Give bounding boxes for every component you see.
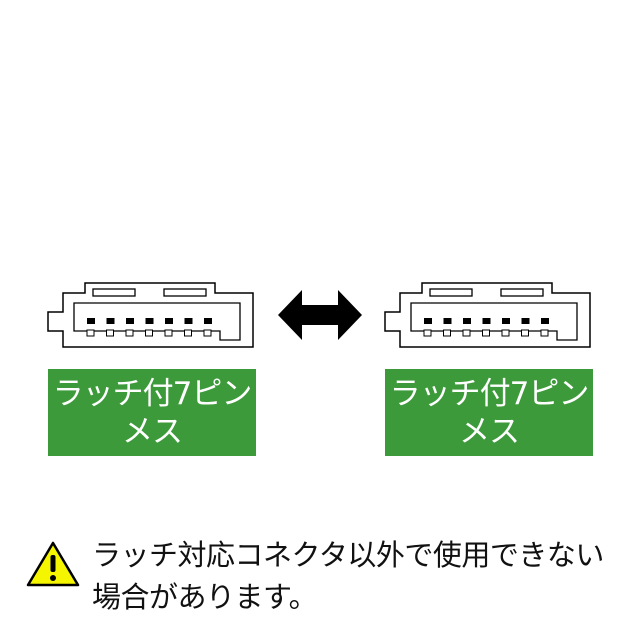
contact-pin-white <box>203 329 212 337</box>
label-line1: ラッチ付7ピン <box>52 375 253 412</box>
contact-pin-black <box>87 318 95 324</box>
contact-pin-black <box>145 318 154 324</box>
warning-text: ラッチ対応コネクタ以外で使用できない 場合があります。 <box>92 534 604 618</box>
contact-pin-white <box>145 329 153 337</box>
contact-pin-white <box>423 329 432 337</box>
label-line2: メス <box>459 413 520 450</box>
contact-pin-black <box>165 318 173 324</box>
contact-pin-white <box>106 329 114 337</box>
double-arrow-icon <box>278 290 362 340</box>
contact-pin-white <box>184 329 192 337</box>
contact-pin-black <box>204 318 212 324</box>
warning-line1: ラッチ対応コネクタ以外で使用できない <box>92 538 604 572</box>
contact-pin-white <box>125 329 134 337</box>
connector-label-left: ラッチ付7ピン メス <box>48 369 256 456</box>
contact-pin-white <box>482 329 490 337</box>
contact-pin-white <box>501 329 510 337</box>
contact-pin-black <box>424 318 432 324</box>
connector-label-right: ラッチ付7ピン メス <box>385 369 593 456</box>
contact-pin-black <box>521 318 530 324</box>
contact-pin-black <box>541 318 549 324</box>
contact-pin-white <box>521 329 529 337</box>
warning-triangle-icon <box>26 541 80 587</box>
label-line1: ラッチ付7ピン <box>389 375 590 412</box>
contact-pin-black <box>463 318 471 324</box>
contact-pin-black <box>502 318 510 324</box>
contact-pin-white <box>540 329 549 337</box>
contact-pin-black <box>106 318 115 324</box>
label-line2: メス <box>122 413 183 450</box>
contact-pin-black <box>126 318 134 324</box>
contact-pin-white <box>443 329 451 337</box>
contact-pin-black <box>482 318 491 324</box>
warning-line2: 場合があります。 <box>92 580 318 614</box>
contact-pin-white <box>462 329 471 337</box>
contact-pin-black <box>184 318 193 324</box>
connector-left <box>47 282 254 348</box>
contact-pin-black <box>443 318 452 324</box>
connector-right <box>384 282 591 348</box>
contact-pin-white <box>164 329 173 337</box>
contact-pin-white <box>86 329 95 337</box>
